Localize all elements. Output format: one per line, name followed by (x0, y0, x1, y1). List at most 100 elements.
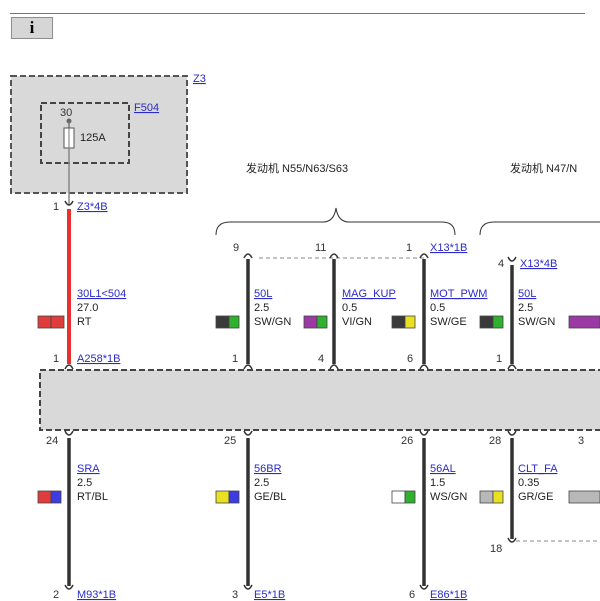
swatch-sra-b (50, 490, 62, 504)
a258-1b-link[interactable]: A258*1B (77, 353, 120, 365)
pin-e86: 6 (409, 589, 415, 601)
wire-name-mot-pwm[interactable]: MOT_PWM (430, 288, 487, 300)
pin-bottom-3: 3 (578, 435, 584, 447)
connector-bottom-26 (419, 430, 429, 436)
pin-x13-11: 11 (315, 242, 326, 254)
wire-size-50l-1: 2.5 (254, 302, 269, 314)
pin-bottom-24: 24 (46, 435, 58, 447)
f504-link[interactable]: F504 (134, 102, 159, 114)
connector-x13-11 (329, 253, 339, 259)
connector-e86 (419, 584, 429, 590)
wire-color-50l-2: SW/GN (518, 316, 555, 328)
pin-a258-5: 1 (496, 353, 502, 365)
wire-name-sra[interactable]: SRA (77, 463, 100, 475)
top-divider (10, 13, 585, 14)
m93-1b-link[interactable]: M93*1B (77, 589, 116, 601)
z3-link[interactable]: Z3 (193, 73, 206, 85)
e86-1b-link[interactable]: E86*1B (430, 589, 467, 601)
wire-size-clt-fa: 0.35 (518, 477, 539, 489)
pin-a258-1: 1 (53, 353, 59, 365)
swatch-mot-pwm-a (391, 315, 406, 329)
info-button[interactable]: i (11, 17, 53, 39)
wire-color-56al: WS/GN (430, 491, 467, 503)
wire-name-56al[interactable]: 56AL (430, 463, 456, 475)
pin-bottom-26: 26 (401, 435, 413, 447)
a258-module-box[interactable] (39, 369, 600, 431)
fuse-pin-number: 30 (60, 107, 72, 119)
wire-name-30l1[interactable]: 30L1<504 (77, 288, 126, 300)
pin-e5: 3 (232, 589, 238, 601)
swatch-50l-1-a (215, 315, 230, 329)
connector-a258-3 (329, 364, 339, 370)
wire-size-sra: 2.5 (77, 477, 92, 489)
pin-a258-4: 6 (407, 353, 413, 365)
pin-x13-4b-4: 4 (498, 258, 504, 270)
swatch-50l-2-b (492, 315, 504, 329)
swatch-mot-pwm-b (404, 315, 416, 329)
wire-size-mot-pwm: 0.5 (430, 302, 445, 314)
connector-x13-1 (419, 253, 429, 259)
engine-group-label-1: 发动机 N55/N63/S63 (246, 161, 348, 175)
engine-group-label-2: 发动机 N47/N (510, 161, 577, 175)
connector-z3-4b (64, 200, 74, 206)
wire-color-mot-pwm: SW/GE (430, 316, 467, 328)
connector-a258-2 (243, 364, 253, 370)
swatch-50l-1-b (228, 315, 240, 329)
wire-name-50l-2[interactable]: 50L (518, 288, 536, 300)
pin-bottom-28: 28 (489, 435, 501, 447)
wire-size-50l-2: 2.5 (518, 302, 533, 314)
connector-bottom-25 (243, 430, 253, 436)
wire-color-30l1: RT (77, 316, 92, 328)
swatch-mag-kup-b (316, 315, 328, 329)
pin-m93: 2 (53, 589, 59, 601)
swatch-50l-2-a (479, 315, 494, 329)
wire-size-mag-kup: 0.5 (342, 302, 357, 314)
connector-pin-18 (507, 537, 517, 543)
connector-a258-1 (64, 364, 74, 370)
wire-color-50l-1: SW/GN (254, 316, 291, 328)
connector-x13-9 (243, 253, 253, 259)
pin-18: 18 (490, 543, 502, 555)
x13-1b-link[interactable]: X13*1B (430, 242, 467, 254)
wire-name-50l-1[interactable]: 50L (254, 288, 272, 300)
group-brace-1 (215, 207, 456, 236)
wire-color-clt-fa: GR/GE (518, 491, 553, 503)
connector-bottom-28 (507, 430, 517, 436)
wire-color-mag-kup: VI/GN (342, 316, 372, 328)
connector-a258-4 (419, 364, 429, 370)
e5-1b-link[interactable]: E5*1B (254, 589, 285, 601)
swatch-sra-a (37, 490, 52, 504)
wire-size-30l1: 27.0 (77, 302, 98, 314)
pin-bottom-25: 25 (224, 435, 236, 447)
x13-4b-link[interactable]: X13*4B (520, 258, 557, 270)
fuse-rating: 125A (80, 132, 106, 144)
swatch-clt-fa-b (492, 490, 504, 504)
swatch-partial-bottom-right (568, 490, 600, 504)
wire-name-clt-fa[interactable]: CLT_FA (518, 463, 558, 475)
wire-color-56br: GE/BL (254, 491, 286, 503)
wire-size-56br: 2.5 (254, 477, 269, 489)
swatch-30l1-b (50, 315, 65, 329)
wire-name-mag-kup[interactable]: MAG_KUP (342, 288, 396, 300)
connector-e5 (243, 584, 253, 590)
swatch-partial-top-right (568, 315, 600, 329)
z3-4b-link[interactable]: Z3*4B (77, 201, 108, 213)
wire-color-sra: RT/BL (77, 491, 108, 503)
connector-a258-5 (507, 364, 517, 370)
connector-bottom-24 (64, 430, 74, 436)
swatch-30l1-a (37, 315, 52, 329)
wire-name-56br[interactable]: 56BR (254, 463, 282, 475)
group-brace-2 (479, 221, 600, 236)
swatch-56br-a (215, 490, 230, 504)
pin-x13-9: 9 (233, 242, 239, 254)
pin-a258-2: 1 (232, 353, 238, 365)
pin-a258-3: 4 (318, 353, 324, 365)
swatch-56al-a (391, 490, 406, 504)
wire-size-56al: 1.5 (430, 477, 445, 489)
swatch-56br-b (228, 490, 240, 504)
pin-z3-4b: 1 (53, 201, 59, 213)
swatch-mag-kup-a (303, 315, 318, 329)
swatch-clt-fa-a (479, 490, 494, 504)
connector-m93 (64, 584, 74, 590)
